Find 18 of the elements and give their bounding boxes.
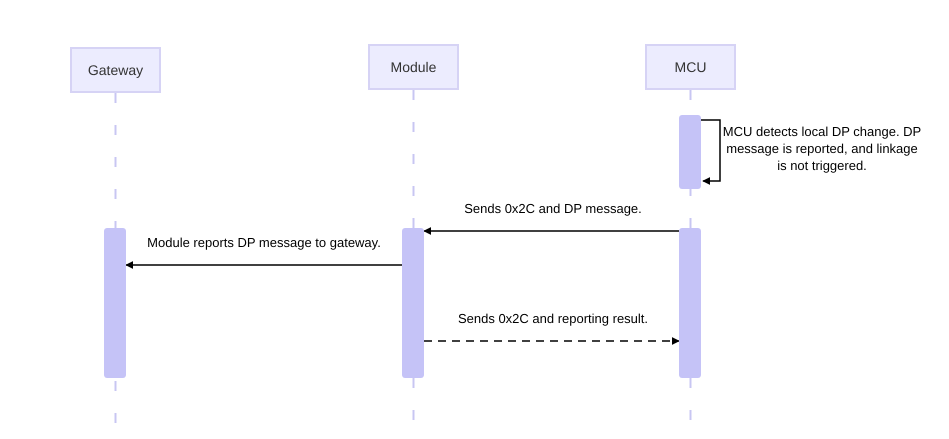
activation-bar [679, 115, 701, 189]
participant-box [645, 44, 736, 90]
participant-name: Gateway [88, 60, 144, 80]
activation-bar [104, 228, 126, 378]
participant-name: MCU [674, 58, 706, 76]
participant-box [70, 47, 161, 93]
message-label: MCU detects local DP change. DP message is reported, and linkage is not triggered. [722, 123, 922, 174]
message-arrow [125, 261, 402, 269]
message-arrow [701, 119, 721, 185]
message-label: Module reports DP message to gateway. [146, 234, 382, 251]
message-label: Sends 0x2C and reporting result. [456, 310, 650, 327]
message-label: Sends 0x2C and DP message. [463, 200, 643, 217]
message-arrow [423, 227, 679, 235]
participant-name: Module [390, 58, 436, 76]
participant-box [368, 44, 459, 90]
activation-bar [679, 228, 701, 378]
message-arrow [424, 337, 680, 345]
activation-bar [402, 228, 424, 378]
